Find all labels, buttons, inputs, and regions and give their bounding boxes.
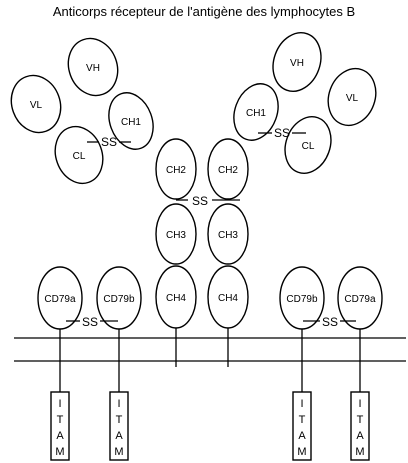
ss-bond-left-fab: SS [101, 135, 117, 149]
ch4-left-label: CH4 [166, 293, 186, 304]
cd79a-right-label: CD79a [344, 294, 376, 305]
left-fab-arm: VH VL CH1 CL SS [10, 37, 154, 185]
cl-left-label: CL [73, 151, 86, 162]
itam-motif-1: I T A M [50, 391, 70, 461]
cl-domain-left [54, 125, 104, 185]
ch2-domain-left [155, 138, 197, 200]
itam-1-letter-a: A [56, 430, 64, 442]
vh-domain-left [67, 37, 119, 97]
vl-left-label: VL [30, 100, 43, 111]
itam-motif-4: I T A M [350, 391, 370, 461]
ss-bond-cd79-right: SS [322, 315, 338, 329]
itam-motif-2: I T A M [109, 391, 129, 461]
itam-3-letter-m: M [297, 446, 306, 458]
itam-2-letter-t: T [116, 414, 123, 426]
ch2-right-label: CH2 [218, 165, 238, 176]
vl-right-label: VL [346, 93, 359, 104]
ch3-right-label: CH3 [218, 230, 238, 241]
ch4-right-label: CH4 [218, 293, 238, 304]
itam-1-letter-i: I [58, 398, 61, 410]
itam-1-letter-t: T [57, 414, 64, 426]
ch3-domain-right [207, 203, 249, 265]
ss-bond-right-fab: SS [274, 126, 290, 140]
itam-2-letter-m: M [114, 446, 123, 458]
right-fab-arm: VH VL CH1 CL SS [233, 32, 377, 174]
itam-3-letter-a: A [298, 430, 306, 442]
ch2-domain-right [207, 138, 249, 200]
cd79a-left-label: CD79a [44, 294, 76, 305]
itam-motif-3: I T A M [292, 391, 312, 461]
ss-bond-cd79-left: SS [82, 315, 98, 329]
itam-4-letter-a: A [356, 430, 364, 442]
itam-2-letter-a: A [115, 430, 123, 442]
cd79b-left-label: CD79b [103, 294, 135, 305]
vh-right-label: VH [290, 58, 304, 69]
ch2-left-label: CH2 [166, 165, 186, 176]
itam-2-letter-i: I [117, 398, 120, 410]
ch1-left-label: CH1 [121, 117, 141, 128]
fc-region: CH2 CH2 SS CH3 CH3 CH4 CH4 [155, 138, 249, 367]
diagram-title: Anticorps récepteur de l'antigène des ly… [53, 4, 355, 19]
right-cd79-heterodimer: CD79b CD79a SS [279, 266, 383, 392]
itam-4-letter-t: T [357, 414, 364, 426]
itam-4-letter-i: I [358, 398, 361, 410]
itam-1-letter-m: M [55, 446, 64, 458]
itam-box-1 [50, 391, 70, 461]
ch3-left-label: CH3 [166, 230, 186, 241]
ch1-right-label: CH1 [246, 108, 266, 119]
cl-domain-right [284, 116, 332, 174]
vh-left-label: VH [86, 63, 100, 74]
vh-domain-right [272, 32, 322, 92]
itam-4-letter-m: M [355, 446, 364, 458]
itam-box-2 [109, 391, 129, 461]
ch1-domain-left [108, 92, 154, 150]
ch1-domain-right [233, 83, 279, 141]
ss-bond-hinge: SS [192, 194, 208, 208]
itam-box-4 [350, 391, 370, 461]
cd79b-right-label: CD79b [286, 294, 318, 305]
cl-right-label: CL [302, 141, 315, 152]
itam-3-letter-i: I [300, 398, 303, 410]
vl-domain-left [10, 74, 62, 134]
ch3-domain-left [155, 203, 197, 265]
left-cd79-heterodimer: CD79a CD79b SS [37, 266, 142, 392]
itam-3-letter-t: T [299, 414, 306, 426]
itam-box-3 [292, 391, 312, 461]
vl-domain-right [327, 67, 377, 127]
